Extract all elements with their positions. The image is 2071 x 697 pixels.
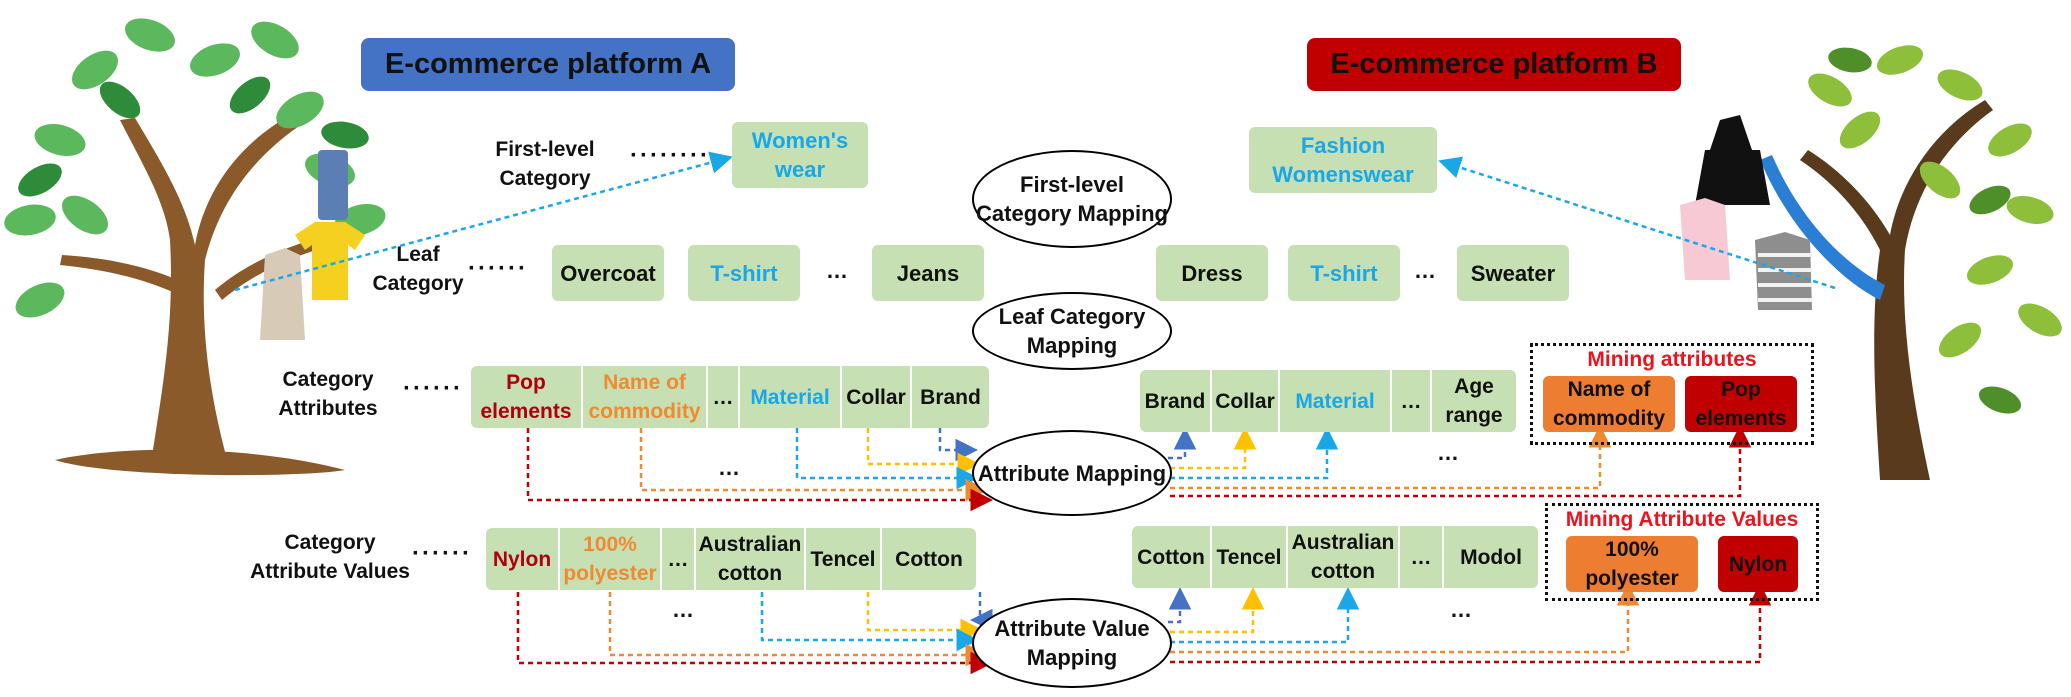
a-attr-name-of-commodity: Name of commodity xyxy=(583,366,708,428)
row-label-first-level: First-level Category xyxy=(495,138,595,190)
mining-val-100-polyester: 100% polyester xyxy=(1566,536,1698,592)
arrow-attr-blue-b xyxy=(1168,427,1197,460)
b-val-australian-cotton: Australian cotton xyxy=(1288,526,1400,588)
b-attributes-strip: Brand Collar Material … Age range xyxy=(1140,370,1516,432)
leader-leaf: ······ xyxy=(468,255,528,282)
b-leaf-sweater: Sweater xyxy=(1457,245,1569,301)
a-attr-material: Material xyxy=(740,366,842,428)
arrow-val-yellow-a xyxy=(866,592,983,642)
arrow-attr-yellow-b xyxy=(1170,427,1257,470)
b-leaf-dress: Dress xyxy=(1156,245,1268,301)
mining-attr-pop-elements: Pop elements xyxy=(1685,376,1797,432)
arrow-val-red-b xyxy=(1170,583,1772,664)
arrow-val-cyan-a xyxy=(760,592,979,652)
a-leaf-jeans: Jeans xyxy=(872,245,984,301)
b-leaf-ellipsis: … xyxy=(1414,258,1436,283)
leader-values: ······ xyxy=(412,540,472,567)
a-values-strip: Nylon 100% polyester … Australian cotton… xyxy=(486,528,976,590)
b-val-ellipsis: … xyxy=(1400,526,1444,588)
leader-first-level: ········ xyxy=(630,142,710,169)
mining-attr-name-of-commodity: Name of commodity xyxy=(1543,376,1675,432)
first-level-mapping-ellipse: First-level Category Mapping xyxy=(972,150,1172,248)
row-label-values: Category Attribute Values xyxy=(250,531,410,583)
arrow-attr-blue-a xyxy=(938,428,978,462)
b-attr-material: Material xyxy=(1280,370,1392,432)
a-attr-ellipsis: … xyxy=(708,366,740,428)
b-attr-brand: Brand xyxy=(1140,370,1212,432)
b-values-strip: Cotton Tencel Australian cotton … Modol xyxy=(1132,526,1538,588)
arrow-attr-cyan-a xyxy=(795,428,979,490)
b-attr-age-range: Age range xyxy=(1445,375,1503,427)
mining-val-nylon: Nylon xyxy=(1718,536,1798,592)
leaf-mapping-ellipse: Leaf Category Mapping xyxy=(972,292,1172,370)
arrow-attr-red-b xyxy=(1170,425,1752,498)
tree-left-icon xyxy=(4,18,386,476)
b-attr-collar: Collar xyxy=(1212,370,1280,432)
mining-values-title: Mining Attribute Values xyxy=(1565,508,1799,531)
arrow-attr-orange-a xyxy=(639,428,988,502)
a-attr-pop-elements: Pop elements xyxy=(471,366,583,428)
a-val-more-ellipsis: … xyxy=(672,597,694,622)
a-val-tencel: Tencel xyxy=(806,528,882,590)
arrow-val-red-a xyxy=(516,592,993,675)
arrow-val-yellow-b xyxy=(1170,587,1265,634)
b-val-more-ellipsis: … xyxy=(1450,597,1472,622)
b-val-modol: Modol xyxy=(1460,545,1522,569)
a-attr-collar: Collar xyxy=(842,366,912,428)
a-val-100-polyester: 100% polyester xyxy=(560,528,662,590)
a-val-ellipsis: … xyxy=(662,528,696,590)
platform-b-banner: E-commerce platform B xyxy=(1307,38,1681,91)
mining-attributes-title: Mining attributes xyxy=(1587,348,1757,371)
attribute-value-mapping-ellipse: Attribute Value Mapping xyxy=(972,598,1172,688)
platform-a-banner: E-commerce platform A xyxy=(361,38,735,91)
a-leaf-overcoat: Overcoat xyxy=(552,245,664,301)
attribute-mapping-ellipse: Attribute Mapping xyxy=(972,430,1172,516)
arrow-val-orange-a xyxy=(608,592,988,667)
arrow-attr-orange-b xyxy=(1170,425,1612,490)
clothing-icon xyxy=(260,150,365,340)
arrow-attr-cyan-b xyxy=(1170,427,1339,480)
a-attributes-strip: Pop elements Name of commodity … Materia… xyxy=(471,366,989,428)
a-val-cotton: Cotton xyxy=(895,547,963,571)
arrow-first-level-b xyxy=(1438,156,1836,290)
row-label-attributes: Category Attributes xyxy=(278,368,378,420)
arrow-val-cyan-b xyxy=(1170,587,1360,644)
a-leaf-tshirt: T-shirt xyxy=(688,245,800,301)
b-attr-ellipsis: … xyxy=(1392,370,1432,432)
a-attr-brand: Brand xyxy=(920,385,981,409)
tree-right-icon xyxy=(1680,45,2062,480)
a-val-nylon: Nylon xyxy=(486,528,560,590)
platform-a-label: E-commerce platform A xyxy=(384,48,712,80)
row-label-leaf: Leaf Category xyxy=(372,243,464,295)
a-leaf-ellipsis: … xyxy=(826,258,848,283)
b-val-tencel: Tencel xyxy=(1212,526,1288,588)
b-attr-more-ellipsis: … xyxy=(1437,440,1459,465)
b-first-level-box: Fashion Womenswear xyxy=(1249,127,1437,193)
arrow-attr-red-a xyxy=(526,428,993,512)
b-val-cotton: Cotton xyxy=(1132,526,1212,588)
mining-values-box: Mining Attribute Values 100% polyester N… xyxy=(1545,503,1819,601)
arrow-first-level-a xyxy=(234,151,733,292)
b-leaf-tshirt: T-shirt xyxy=(1288,245,1400,301)
a-first-level-box: Women's wear xyxy=(732,122,868,188)
arrow-attr-yellow-a xyxy=(866,428,980,476)
a-attr-more-ellipsis: … xyxy=(718,455,740,480)
a-val-australian-cotton: Australian cotton xyxy=(696,528,806,590)
platform-b-label: E-commerce platform B xyxy=(1330,48,1658,80)
leader-attributes: ······ xyxy=(403,375,463,402)
arrow-val-blue-b xyxy=(1168,587,1192,624)
mining-attributes-box: Mining attributes Name of commodity Pop … xyxy=(1530,343,1814,445)
